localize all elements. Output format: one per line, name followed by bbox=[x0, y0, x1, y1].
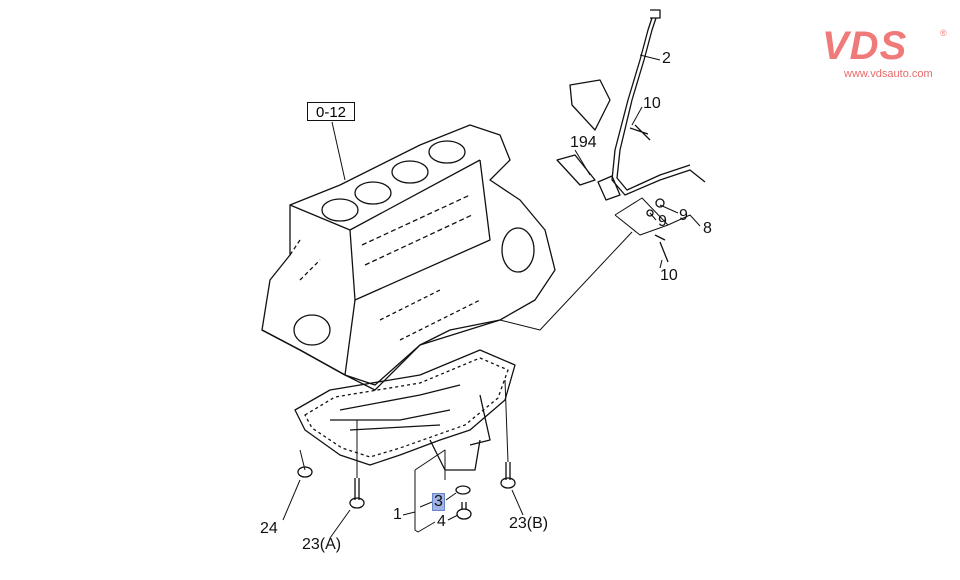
registered-mark: ® bbox=[940, 28, 947, 38]
callout-8[interactable]: 8 bbox=[703, 220, 712, 237]
reference-group-box[interactable]: 0-12 bbox=[307, 102, 355, 121]
vds-website-url: www.vdsauto.com bbox=[844, 68, 933, 80]
fasteners bbox=[297, 462, 516, 520]
vds-logo: VDS ® www.vdsauto.com bbox=[822, 26, 952, 80]
callout-9-left[interactable]: 9 bbox=[658, 213, 667, 230]
leader-lines bbox=[282, 54, 701, 539]
dipstick-assembly bbox=[556, 9, 706, 263]
callout-23a[interactable]: 23(A) bbox=[302, 536, 342, 553]
callout-194[interactable]: 194 bbox=[570, 134, 597, 151]
callout-4[interactable]: 4 bbox=[437, 513, 446, 530]
callout-9-right[interactable]: 9 bbox=[679, 207, 688, 224]
callout-10-bottom[interactable]: 10 bbox=[660, 267, 678, 284]
cylinder-block bbox=[261, 124, 556, 391]
callout-1[interactable]: 1 bbox=[393, 506, 402, 523]
oil-pan bbox=[294, 349, 516, 471]
callout-23b[interactable]: 23(B) bbox=[509, 515, 549, 532]
vds-logo-mark: VDS bbox=[822, 24, 908, 68]
callout-2[interactable]: 2 bbox=[662, 50, 671, 67]
callout-10-top[interactable]: 10 bbox=[643, 95, 661, 112]
callout-3-selected[interactable]: 3 bbox=[432, 493, 445, 511]
callout-24[interactable]: 24 bbox=[260, 520, 278, 537]
